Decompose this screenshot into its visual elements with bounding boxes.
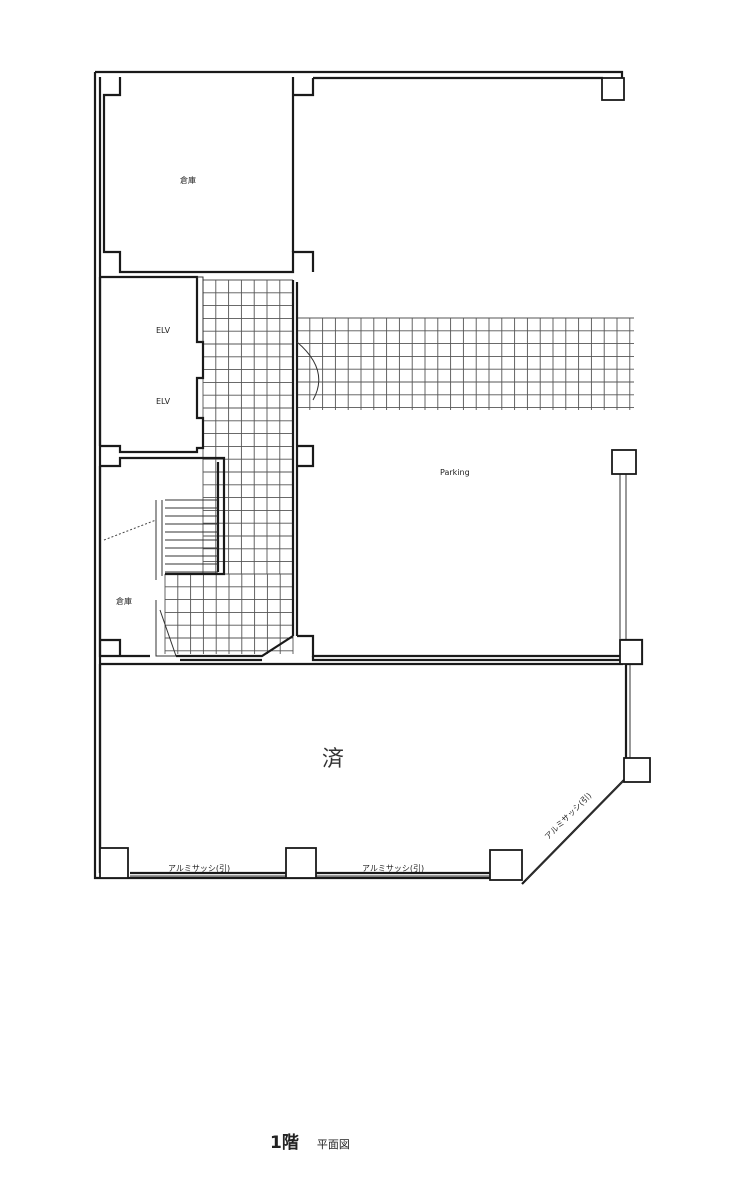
hallway-bottom <box>176 635 294 662</box>
plan-caption: 1階 平面図 <box>270 1128 350 1153</box>
staircase <box>165 499 218 573</box>
room-label-elv-2: ELV <box>156 397 171 406</box>
sash-label-front-left: アルミサッシ(引) <box>168 864 230 873</box>
room-label-elv-1: ELV <box>156 326 171 335</box>
parking-area <box>291 280 627 662</box>
exterior-walls <box>93 70 624 880</box>
store-area <box>98 638 644 885</box>
room-label-store: 済 <box>322 747 344 772</box>
storage-room-top <box>102 77 315 274</box>
sash-label-diagonal: アルミサッシ(引) <box>543 791 593 841</box>
sash-label-front-right: アルミサッシ(引) <box>362 864 424 873</box>
structural-columns <box>99 77 651 881</box>
plan-title: 平面図 <box>316 1138 350 1151</box>
storage-room-small <box>98 456 226 658</box>
room-label-storage-top: 倉庫 <box>180 175 196 185</box>
tiled-floor <box>164 279 634 654</box>
elevator-block <box>98 275 205 454</box>
room-label-storage-small: 倉庫 <box>116 596 132 606</box>
floor-label: 1階 <box>270 1133 299 1153</box>
room-label-parking: Parking <box>440 468 470 477</box>
